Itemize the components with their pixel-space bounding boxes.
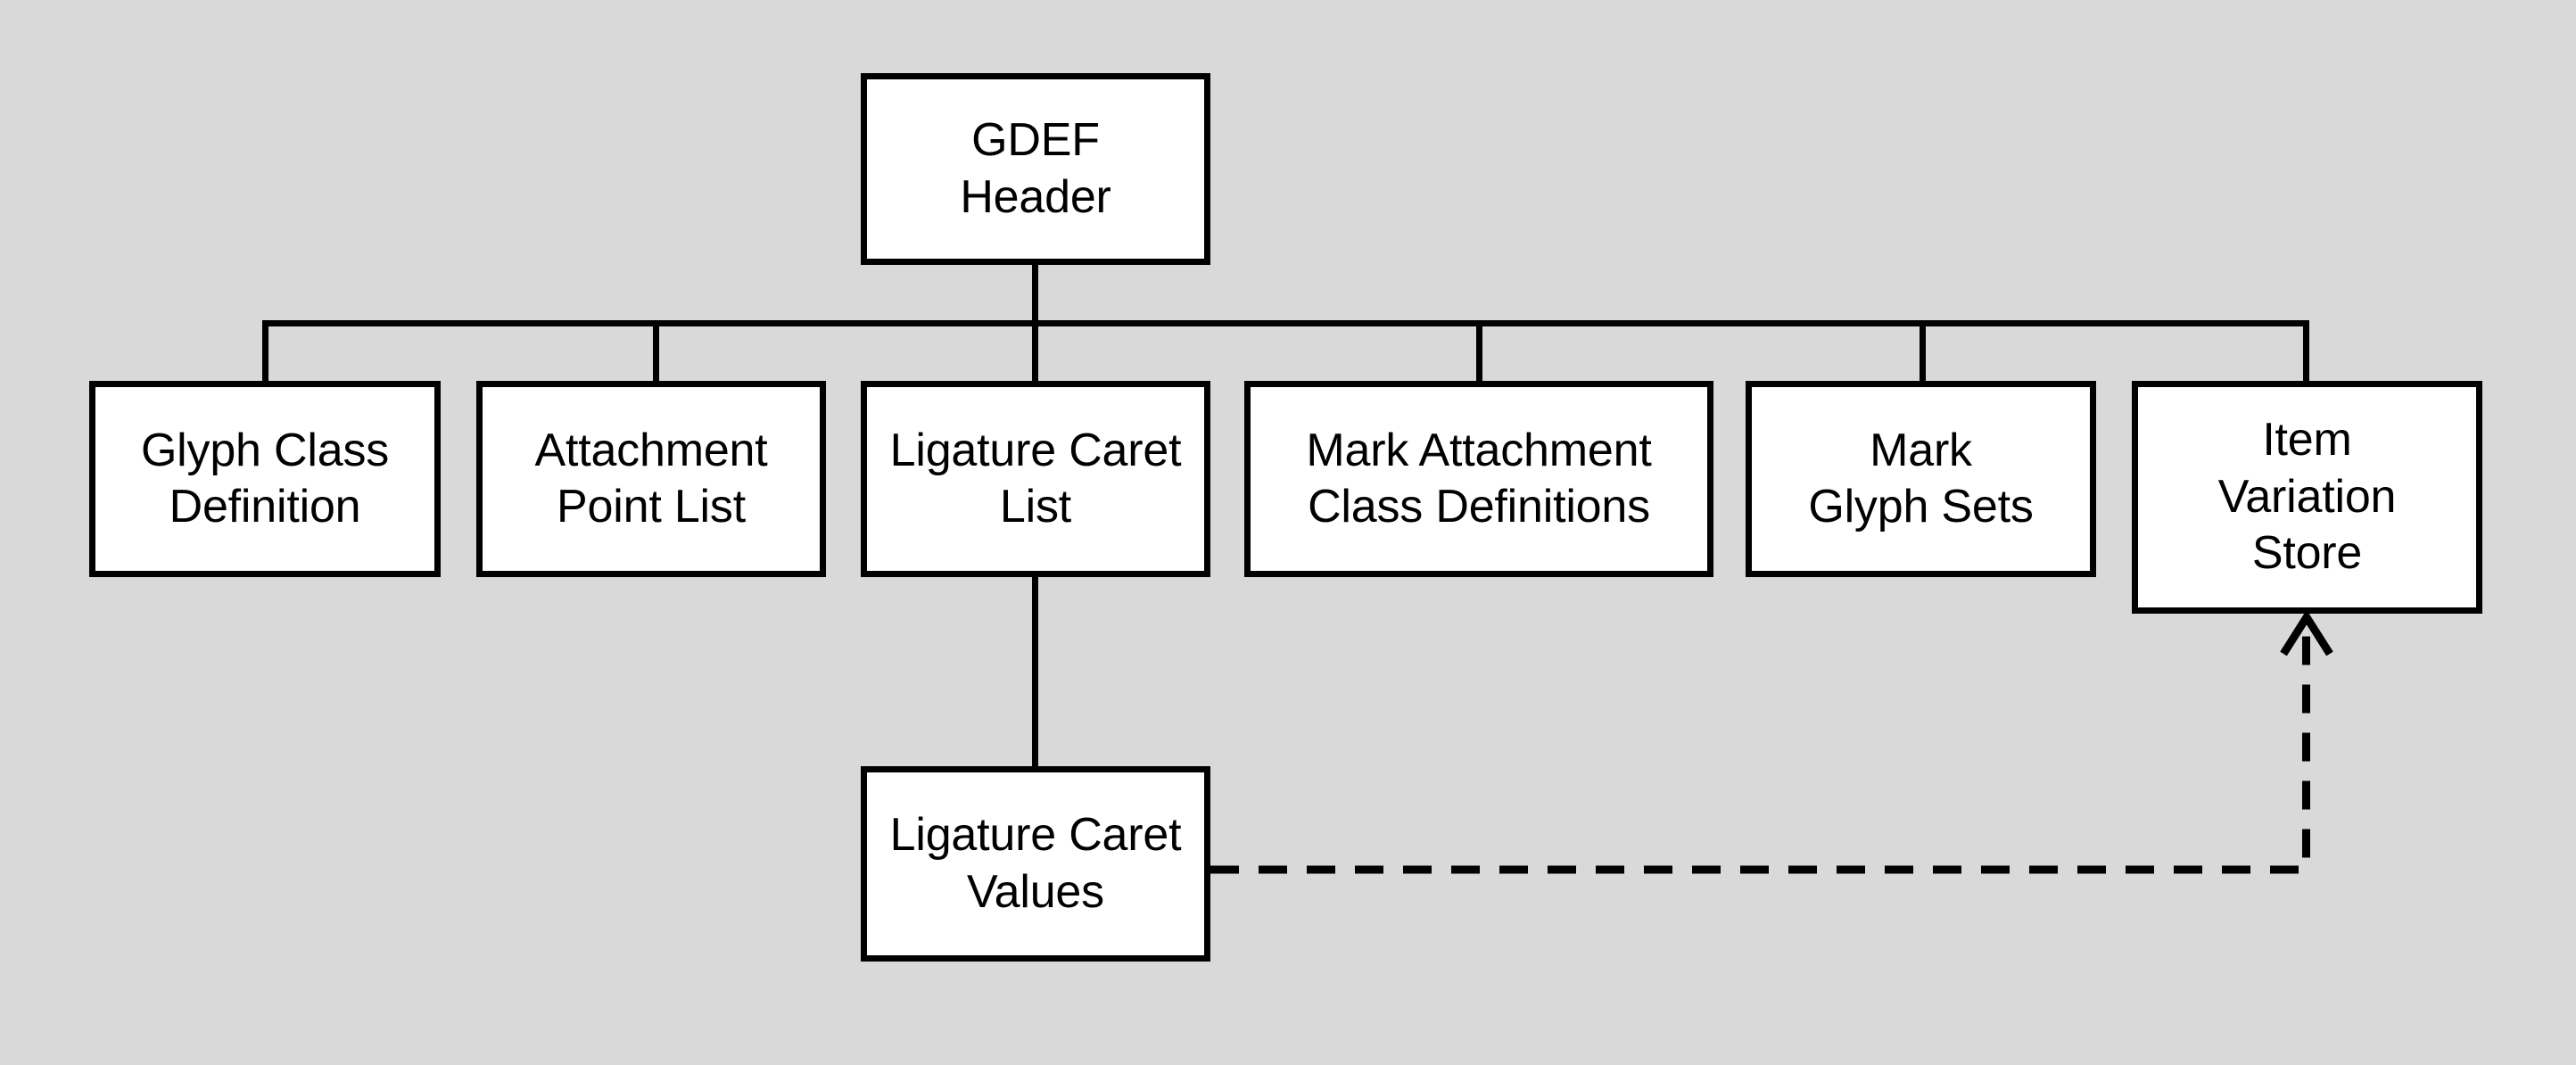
node-ligature-caret-list[interactable]: Ligature Caret List — [861, 381, 1210, 577]
node-item-variation-store-label: Item Variation Store — [2217, 414, 2397, 580]
arrowhead-open-v-icon — [2280, 609, 2333, 656]
node-mark-attachment-class-definitions[interactable]: Mark Attachment Class Definitions — [1244, 381, 1713, 577]
node-attachment-point-list[interactable]: Attachment Point List — [476, 381, 826, 577]
node-ligature-caret-values-label: Ligature Caret Values — [889, 809, 1182, 918]
node-glyph-class-definition-label: Glyph Class Definition — [140, 424, 390, 532]
node-ligature-caret-list-label: Ligature Caret List — [889, 424, 1182, 532]
node-mark-attachment-class-definitions-label: Mark Attachment Class Definitions — [1306, 424, 1652, 532]
node-mark-glyph-sets-label: Mark Glyph Sets — [1808, 424, 2034, 532]
node-ligature-caret-values[interactable]: Ligature Caret Values — [861, 766, 1210, 962]
node-gdef-header[interactable]: GDEF Header — [861, 73, 1210, 265]
node-gdef-header-label: GDEF Header — [960, 114, 1111, 223]
connector-ligature-caret-values-to-item-variation-store — [1210, 624, 2310, 874]
node-attachment-point-list-label: Attachment Point List — [534, 424, 768, 532]
node-glyph-class-definition[interactable]: Glyph Class Definition — [89, 381, 441, 577]
node-mark-glyph-sets[interactable]: Mark Glyph Sets — [1746, 381, 2096, 577]
node-item-variation-store[interactable]: Item Variation Store — [2132, 381, 2482, 614]
